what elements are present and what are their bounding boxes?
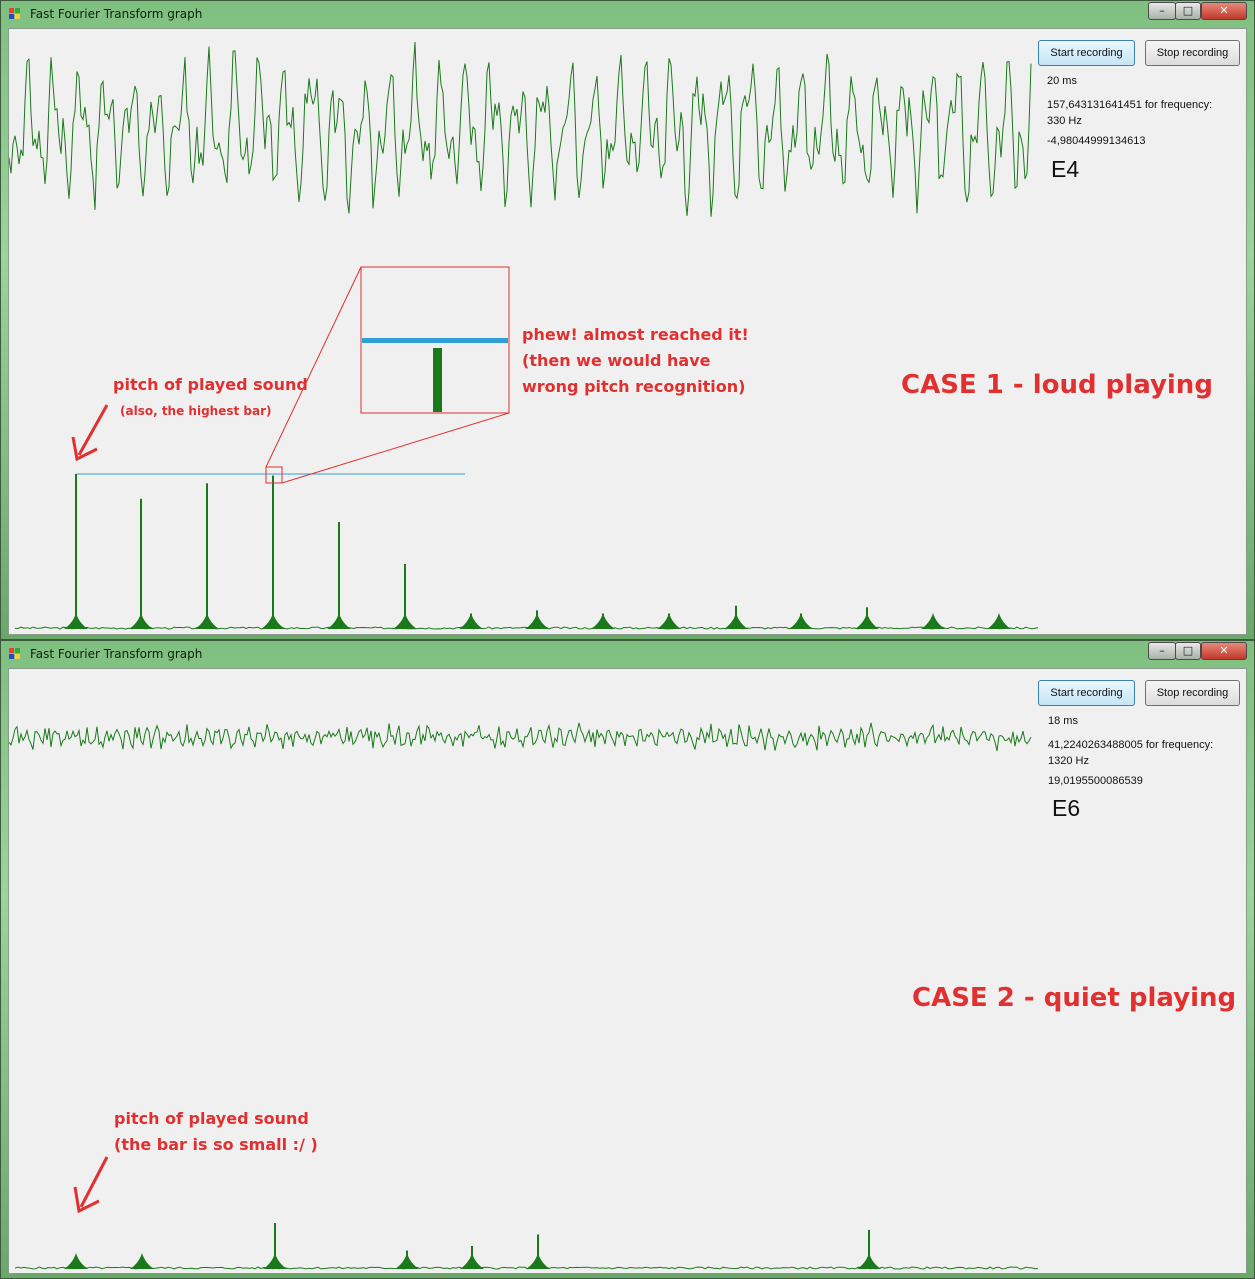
zoom-threshold bbox=[362, 338, 508, 343]
pitch-annotation: pitch of played sound bbox=[114, 1109, 309, 1128]
spectrum-skirt bbox=[64, 1253, 88, 1269]
arrow-shaft bbox=[79, 1156, 109, 1208]
spectrum-bar bbox=[140, 498, 142, 629]
maximize-icon[interactable]: □ bbox=[1175, 642, 1201, 660]
spectrum-skirt bbox=[195, 613, 219, 629]
stop-recording-button[interactable]: Stop recording bbox=[1145, 40, 1240, 66]
magnitude-readout: 157,643131641451 for frequency: bbox=[1047, 99, 1213, 111]
client-area: Start recording Stop recording 18 ms 41,… bbox=[8, 668, 1247, 1274]
waveform-graph bbox=[9, 41, 1032, 217]
value-readout: 19,0195500086539 bbox=[1048, 775, 1143, 787]
spectrum-skirt bbox=[657, 613, 681, 629]
spectrum-skirt bbox=[129, 613, 153, 629]
window-bottom: Fast Fourier Transform graph – □ ✕ Start… bbox=[0, 640, 1255, 1279]
case-label: CASE 2 - quiet playing bbox=[912, 983, 1237, 1013]
spectrum-skirt bbox=[724, 613, 748, 629]
zoom-bar bbox=[433, 348, 442, 412]
elapsed-time: 18 ms bbox=[1048, 715, 1078, 727]
frequency-readout: 330 Hz bbox=[1047, 115, 1082, 127]
note-label: E6 bbox=[1052, 795, 1081, 821]
window-title: Fast Fourier Transform graph bbox=[30, 7, 203, 21]
zoom-connector bbox=[281, 412, 510, 484]
pitch-annotation: pitch of played sound bbox=[113, 375, 308, 394]
spectrum-skirt bbox=[987, 613, 1011, 629]
window-top: Fast Fourier Transform graph – □ ✕ Start… bbox=[0, 0, 1255, 640]
spectrum-skirt bbox=[591, 613, 615, 629]
pitch-annotation-sub: (the bar is so small :/ ) bbox=[114, 1135, 318, 1154]
spectrum-bar bbox=[75, 474, 77, 629]
waveform-graph bbox=[9, 722, 1032, 752]
spectrum-skirt bbox=[393, 613, 417, 629]
spectrum-skirt bbox=[855, 613, 879, 629]
minimize-icon[interactable]: – bbox=[1148, 2, 1176, 20]
spectrum-skirt bbox=[130, 1253, 154, 1269]
maximize-icon[interactable]: □ bbox=[1175, 2, 1201, 20]
spectrum-graph bbox=[14, 1223, 1039, 1270]
start-recording-button[interactable]: Start recording bbox=[1038, 40, 1135, 66]
close-icon[interactable]: ✕ bbox=[1201, 642, 1247, 660]
note-label: E4 bbox=[1051, 156, 1080, 182]
spectrum-skirt bbox=[526, 1253, 550, 1269]
zoom-annotation: wrong pitch recognition) bbox=[522, 377, 746, 396]
zoom-annotation: phew! almost reached it! bbox=[522, 325, 749, 344]
case-label: CASE 1 - loud playing bbox=[901, 370, 1213, 400]
zoom-source-box bbox=[265, 466, 283, 484]
spectrum-bar bbox=[272, 475, 274, 629]
spectrum-skirt bbox=[459, 613, 483, 629]
title-bar[interactable]: Fast Fourier Transform graph – □ ✕ bbox=[1, 641, 1254, 667]
spectrum-skirt bbox=[460, 1253, 484, 1269]
app-icon bbox=[9, 8, 22, 20]
spectrum-skirt bbox=[327, 613, 351, 629]
waveform-and-spectrum bbox=[9, 41, 1039, 630]
waveform-and-spectrum bbox=[9, 722, 1039, 1270]
spectrum-skirt bbox=[857, 1253, 881, 1269]
spectrum-bar bbox=[868, 1229, 870, 1269]
spectrum-skirt bbox=[261, 613, 285, 629]
spectrum-floor bbox=[14, 626, 1039, 630]
spectrum-skirt bbox=[64, 613, 88, 629]
spectrum-graph bbox=[14, 474, 1039, 630]
window-title: Fast Fourier Transform graph bbox=[30, 647, 203, 661]
pitch-annotation-sub: (also, the highest bar) bbox=[120, 404, 272, 418]
spectrum-skirt bbox=[263, 1253, 287, 1269]
app-icon bbox=[9, 648, 22, 660]
zoom-connector bbox=[265, 266, 362, 468]
close-icon[interactable]: ✕ bbox=[1201, 2, 1247, 20]
arrow-shaft bbox=[77, 404, 109, 456]
spectrum-bar bbox=[338, 522, 340, 629]
minimize-icon[interactable]: – bbox=[1148, 642, 1176, 660]
title-bar[interactable]: Fast Fourier Transform graph – □ ✕ bbox=[1, 1, 1254, 27]
frequency-readout: 1320 Hz bbox=[1048, 755, 1089, 767]
arrow-head bbox=[71, 436, 98, 462]
arrow-head bbox=[73, 1186, 100, 1214]
spectrum-bar bbox=[537, 1234, 539, 1269]
stop-recording-button[interactable]: Stop recording bbox=[1145, 680, 1240, 706]
spectrum-bar bbox=[206, 483, 208, 629]
spectrum-floor bbox=[14, 1266, 1039, 1270]
zoom-annotation: (then we would have bbox=[522, 351, 711, 370]
spectrum-skirt bbox=[789, 613, 813, 629]
spectrum-skirt bbox=[395, 1253, 419, 1269]
client-area: Start recording Stop recording 20 ms 157… bbox=[8, 28, 1247, 635]
value-readout: -4,98044999134613 bbox=[1047, 135, 1146, 147]
spectrum-skirt bbox=[525, 613, 549, 629]
magnitude-readout: 41,2240263488005 for frequency: bbox=[1048, 739, 1214, 751]
spectrum-bar bbox=[274, 1223, 276, 1269]
elapsed-time: 20 ms bbox=[1047, 75, 1077, 87]
spectrum-skirt bbox=[921, 613, 945, 629]
spectrum-bar bbox=[404, 563, 406, 629]
start-recording-button[interactable]: Start recording bbox=[1038, 680, 1135, 706]
